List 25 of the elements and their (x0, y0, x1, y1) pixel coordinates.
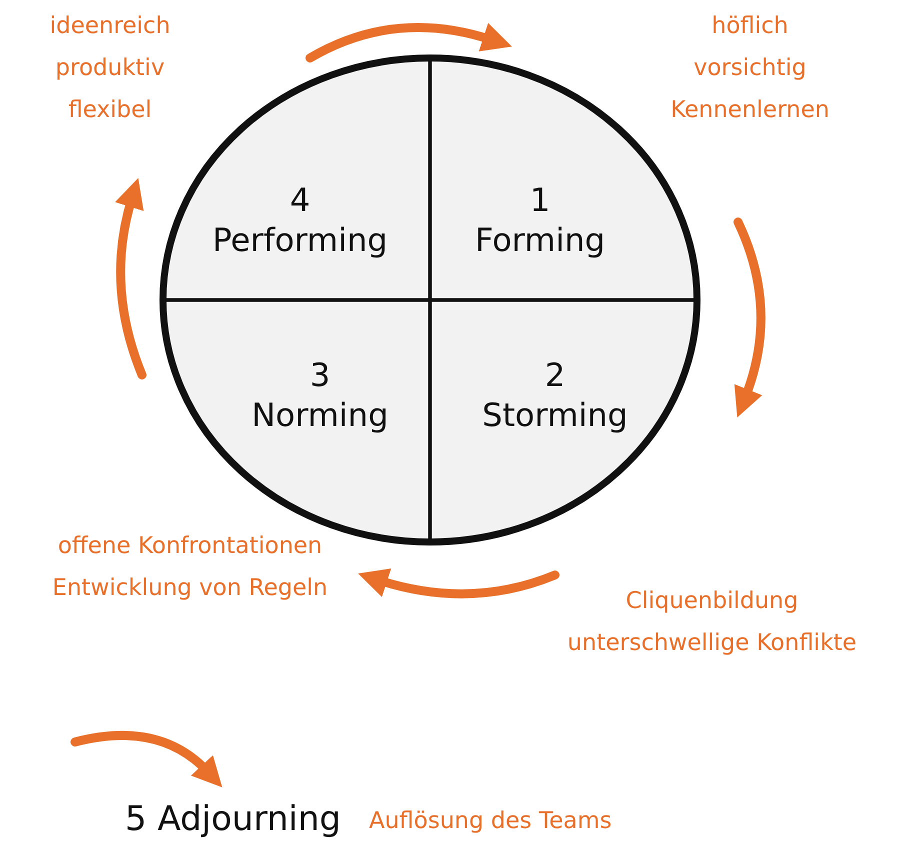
stage-description: ideenreich (50, 12, 170, 41)
stage-number: 3 (308, 355, 332, 395)
stage-description: Cliquenbildung (624, 587, 800, 616)
stage-number: 4 (288, 180, 312, 220)
curved-arrow (115, 178, 146, 380)
stage-name: 5 Adjourning (125, 772, 341, 844)
curved-arrow (734, 218, 766, 418)
stage-description: offene Konfrontationen (56, 532, 324, 561)
stage-description: Entwicklung von Regeln (52, 574, 328, 603)
stage-description: flexibel (67, 96, 153, 125)
stage-description: Auflösung des Teams (369, 807, 612, 836)
curved-arrow (358, 568, 560, 598)
stage-description: produktiv (54, 54, 166, 83)
curved-arrow (306, 23, 512, 62)
stage-name: Performing (212, 220, 388, 260)
stage-name: Forming (474, 220, 606, 260)
curved-arrow (70, 731, 223, 787)
stage-number: 2 (544, 355, 566, 395)
stage-description: höflich (710, 12, 790, 41)
stage-name: Storming (482, 395, 628, 435)
stage-description: unterschwellige Konflikte (567, 629, 857, 658)
stage-description: vorsichtig (692, 54, 808, 83)
stage-description: Kennenlernen (670, 96, 830, 125)
stage-number: 1 (528, 180, 552, 220)
stage-name: Norming (252, 395, 388, 435)
